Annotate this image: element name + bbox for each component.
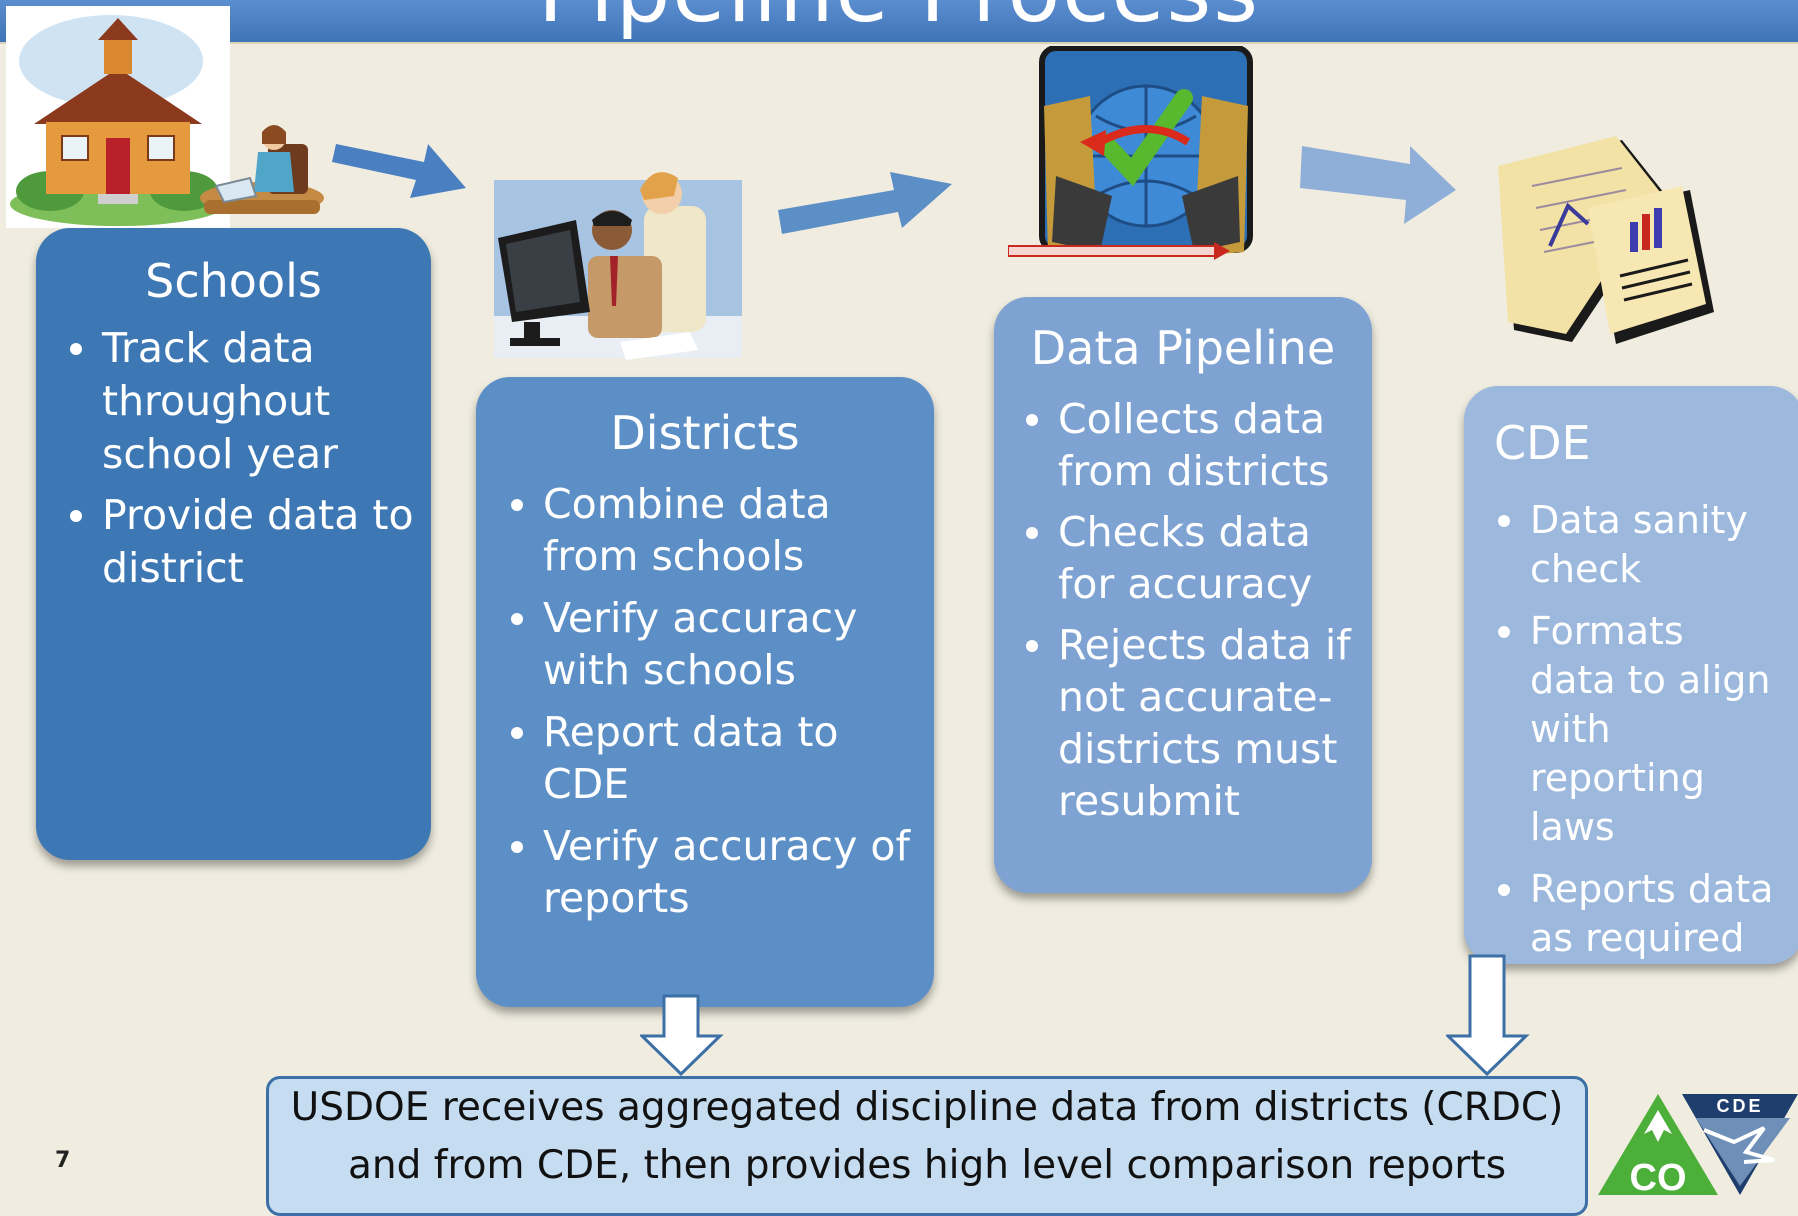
data-pipeline-box: Data Pipeline Collects data from distric…	[994, 297, 1372, 893]
cde-list: Data sanity check Formats data to align …	[1498, 496, 1780, 963]
cde-box: CDE Data sanity check Formats data to al…	[1464, 386, 1798, 964]
title-band: Pipeline Process	[0, 0, 1798, 44]
schoolhouse-icon	[6, 6, 230, 228]
usdoe-summary-box: USDOE receives aggregated discipline dat…	[266, 1076, 1588, 1216]
data-pipeline-item: Collects data from districts	[1026, 393, 1358, 497]
districts-heading: Districts	[610, 406, 800, 460]
data-pipeline-item: Rejects data if not accurate- districts …	[1026, 619, 1358, 827]
flow-arrow-1	[332, 144, 466, 198]
colorado-cde-logo: CO CDE	[1598, 1094, 1798, 1195]
flow-arrow-3	[1300, 146, 1456, 224]
districts-list: Combine data from schools Verify accurac…	[511, 478, 913, 924]
districts-item: Report data to CDE	[511, 706, 913, 810]
usdoe-summary-line-1: USDOE receives aggregated discipline dat…	[290, 1085, 1564, 1130]
flow-arrow-2	[778, 172, 952, 234]
schools-list: Track data throughout school year Provid…	[70, 322, 422, 595]
usdoe-summary-line-2: and from CDE, then provides high level c…	[347, 1143, 1507, 1188]
reports-documents-icon	[1498, 136, 1714, 344]
slide-title: Pipeline Process	[0, 0, 1798, 42]
data-validation-computers-icon	[1008, 46, 1253, 260]
cde-item: Data sanity check	[1498, 496, 1780, 594]
data-pipeline-heading: Data Pipeline	[1030, 321, 1336, 375]
page-number: 7	[55, 1148, 71, 1173]
districts-item: Combine data from schools	[511, 478, 913, 582]
cde-item: Reports data as required	[1498, 865, 1780, 963]
schools-item: Provide data to district	[70, 489, 422, 595]
districts-item: Verify accuracy of reports	[511, 820, 913, 924]
logo-agency-text: CDE	[1716, 1096, 1763, 1116]
cde-item: Formats data to align with reporting law…	[1498, 607, 1780, 852]
schools-box: Schools Track data throughout school yea…	[36, 228, 431, 860]
down-arrow-districts	[640, 994, 724, 1077]
schools-heading: Schools	[145, 254, 322, 308]
data-pipeline-item: Checks data for accuracy	[1026, 506, 1358, 610]
data-pipeline-list: Collects data from districts Checks data…	[1026, 393, 1358, 827]
cde-heading: CDE	[1494, 416, 1591, 470]
districts-box: Districts Combine data from schools Veri…	[476, 377, 934, 1007]
districts-item: Verify accuracy with schools	[511, 592, 913, 696]
schools-item: Track data throughout school year	[70, 322, 422, 481]
office-workers-at-computer-icon	[494, 172, 742, 360]
down-arrow-cde	[1446, 954, 1530, 1077]
teacher-at-laptop-icon	[200, 125, 324, 214]
logo-state-text: CO	[1630, 1157, 1687, 1195]
